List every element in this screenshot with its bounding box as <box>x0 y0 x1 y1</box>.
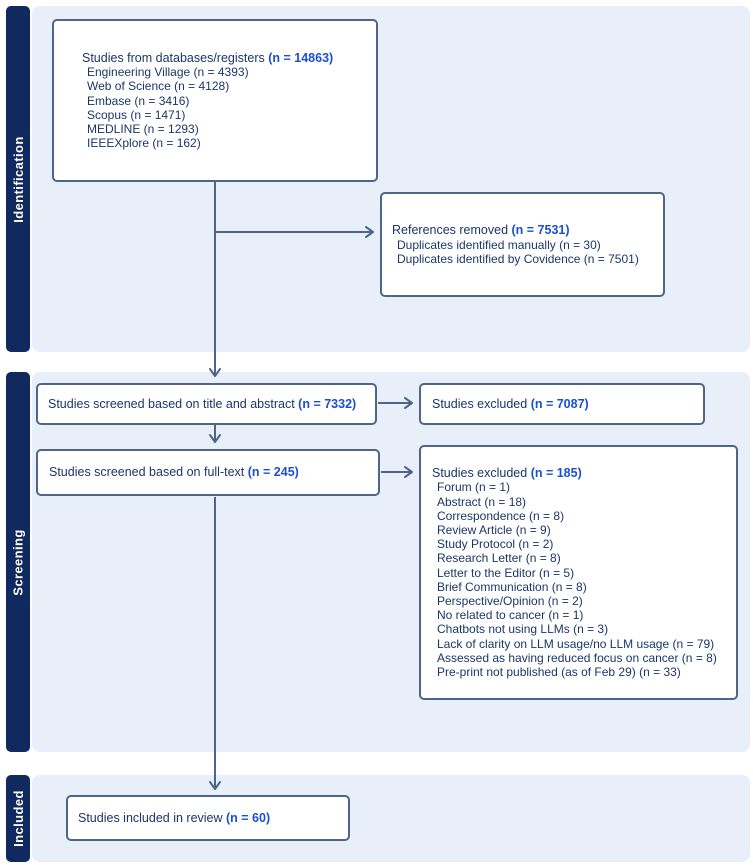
box-excluded-fulltext-title-text: Studies excluded <box>432 465 528 480</box>
box-databases-count: (n = 14863) <box>268 50 334 65</box>
list-item: Research Letter (n = 8) <box>437 551 561 566</box>
list-item: Pre-print not published (as of Feb 29) (… <box>437 664 681 679</box>
box-excluded-fulltext-count: (n = 185) <box>530 465 582 480</box>
included-label: Included <box>10 790 26 847</box>
box-excluded-fulltext-title: Studies excluded (n = 185) <box>432 466 736 481</box>
box-screened-fulltext-title-text: Studies screened based on full-text <box>49 465 245 480</box>
list-item: Correspondence (n = 8) <box>437 508 565 523</box>
list-item: Duplicates identified by Covidence (n = … <box>397 251 639 266</box>
box-references-removed-items: Duplicates identified manually (n = 30)D… <box>392 238 663 266</box>
list-item: Embase (n = 3416) <box>87 93 190 108</box>
box-databases: Studies from databases/registers (n = 14… <box>52 19 378 182</box>
box-references-removed-count: (n = 7531) <box>511 223 570 238</box>
identification-label: Identification <box>10 135 26 223</box>
list-item: Brief Communication (n = 8) <box>437 579 587 594</box>
box-included-title-text: Studies included in review <box>78 810 223 825</box>
list-item: Scopus (n = 1471) <box>87 107 186 122</box>
box-screened-title-abstract-title: Studies screened based on title and abst… <box>48 397 375 412</box>
box-databases-title: Studies from databases/registers (n = 14… <box>82 51 376 66</box>
list-item: Engineering Village (n = 4393) <box>87 65 249 80</box>
screening-label-bar: Screening <box>6 372 30 752</box>
box-references-removed: References removed (n = 7531) Duplicates… <box>380 192 665 297</box>
identification-label-bar: Identification <box>6 6 30 352</box>
box-excluded-title-abstract-title-text: Studies excluded <box>432 396 528 411</box>
list-item: IEEEXplore (n = 162) <box>87 136 201 151</box>
box-screened-title-abstract-count: (n = 7332) <box>298 396 357 411</box>
list-item: Web of Science (n = 4128) <box>87 79 230 94</box>
box-included-title: Studies included in review (n = 60) <box>78 811 348 826</box>
list-item: Lack of clarity on LLM usage/no LLM usag… <box>437 636 715 651</box>
list-item: Duplicates identified manually (n = 30) <box>397 237 601 252</box>
list-item: Perspective/Opinion (n = 2) <box>437 593 583 608</box>
box-screened-fulltext-title: Studies screened based on full-text (n =… <box>49 465 378 480</box>
list-item: Chatbots not using LLMs (n = 3) <box>437 622 609 637</box>
box-excluded-title-abstract: Studies excluded (n = 7087) <box>419 383 705 425</box>
box-excluded-fulltext: Studies excluded (n = 185) Forum (n = 1)… <box>419 445 738 700</box>
box-excluded-title-abstract-count: (n = 7087) <box>530 396 589 411</box>
box-included: Studies included in review (n = 60) <box>66 795 350 841</box>
screening-label: Screening <box>10 528 26 596</box>
box-references-removed-title: References removed (n = 7531) <box>392 223 663 238</box>
box-screened-title-abstract: Studies screened based on title and abst… <box>36 383 377 425</box>
list-item: Review Article (n = 9) <box>437 522 551 537</box>
box-excluded-fulltext-items: Forum (n = 1)Abstract (n = 18)Correspond… <box>432 480 736 679</box>
list-item: Abstract (n = 18) <box>437 494 527 509</box>
included-label-bar: Included <box>6 775 30 862</box>
box-excluded-title-abstract-title: Studies excluded (n = 7087) <box>432 397 703 412</box>
box-included-count: (n = 60) <box>226 810 271 825</box>
list-item: Letter to the Editor (n = 5) <box>437 565 575 580</box>
list-item: Forum (n = 1) <box>437 480 511 495</box>
list-item: MEDLINE (n = 1293) <box>87 121 199 136</box>
box-references-removed-title-text: References removed <box>392 223 509 238</box>
box-screened-title-abstract-title-text: Studies screened based on title and abst… <box>48 396 295 411</box>
box-screened-fulltext-count: (n = 245) <box>247 465 299 480</box>
box-screened-fulltext: Studies screened based on full-text (n =… <box>36 449 380 496</box>
list-item: Assessed as having reduced focus on canc… <box>437 650 717 665</box>
list-item: Study Protocol (n = 2) <box>437 537 554 552</box>
box-databases-title-text: Studies from databases/registers <box>82 50 265 65</box>
box-databases-items: Engineering Village (n = 4393)Web of Sci… <box>82 65 376 150</box>
list-item: No related to cancer (n = 1) <box>437 608 584 623</box>
